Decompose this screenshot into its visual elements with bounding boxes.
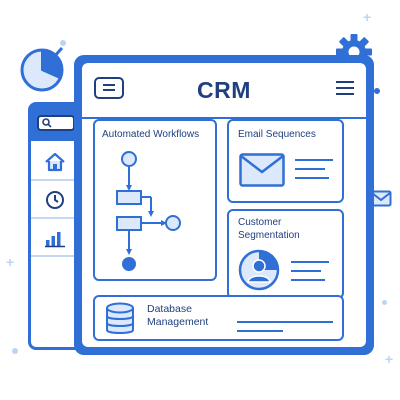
home-icon (45, 152, 65, 172)
database-management-card[interactable]: Database Management (93, 295, 344, 341)
sidebar-item-history[interactable] (31, 181, 83, 219)
workflows-card-title: Automated Workflows (102, 129, 200, 140)
menu-button[interactable] (94, 77, 124, 99)
customer-segmentation-card-title: Customer Segmentation (238, 217, 300, 242)
title-bar: CRM (82, 63, 366, 119)
decor-dot (12, 348, 18, 354)
app-title: CRM (197, 77, 251, 103)
crm-window-body: CRM Automated Workflows (82, 63, 366, 347)
user-segment-icon (238, 249, 280, 291)
text-line (295, 159, 333, 161)
text-line (295, 168, 325, 170)
decor-sparkle: + (6, 254, 15, 270)
workflow-diagram-icon (116, 151, 181, 271)
search-input[interactable] (37, 115, 75, 131)
sidebar-item-analytics[interactable] (31, 219, 83, 257)
text-line (237, 330, 283, 332)
search-icon (42, 118, 52, 128)
database-icon (106, 302, 134, 334)
crm-window: CRM Automated Workflows (74, 55, 374, 355)
database-management-card-title: Database Management (147, 303, 208, 329)
email-sequences-card-title: Email Sequences (238, 129, 316, 140)
customer-segmentation-title-line1: Customer (238, 217, 282, 228)
workflows-card[interactable]: Automated Workflows (93, 119, 217, 281)
email-sequences-card[interactable]: Email Sequences (227, 119, 344, 203)
decor-dot (374, 88, 380, 94)
hamburger-menu-icon[interactable] (336, 81, 354, 95)
text-line (291, 270, 321, 272)
text-line (295, 177, 329, 179)
text-line (291, 261, 329, 263)
text-line (291, 279, 325, 281)
decor-sparkle: + (385, 351, 394, 367)
pie-chart-icon (20, 46, 64, 92)
text-line (237, 321, 333, 323)
database-management-title-line2: Management (147, 316, 209, 329)
decor-dot (382, 300, 387, 305)
decor-sparkle: + (363, 9, 372, 25)
envelope-icon (239, 153, 285, 187)
sidebar-item-home[interactable] (31, 143, 83, 181)
customer-segmentation-card[interactable]: Customer Segmentation (227, 209, 344, 299)
decor-dot (60, 40, 66, 46)
database-management-title-line1: Database (147, 303, 192, 315)
customer-segmentation-title-line2: Segmentation (238, 229, 300, 241)
clock-icon (46, 191, 64, 209)
bar-chart-icon (45, 232, 65, 248)
